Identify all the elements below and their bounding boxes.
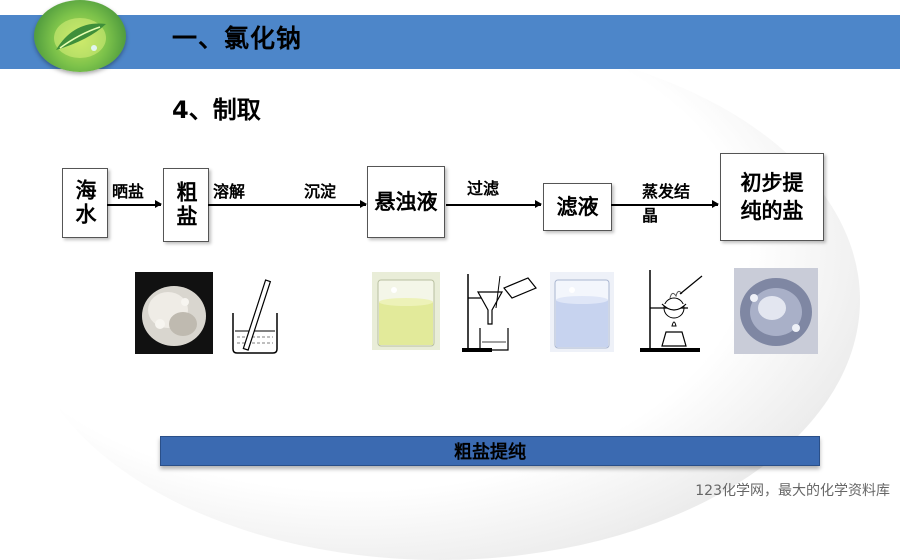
label-sun-dry: 晒盐 [112, 182, 145, 201]
label-evaporate: 蒸发结晶 [642, 182, 691, 225]
box-crude-salt: 粗盐 [163, 168, 209, 242]
purified-salt-photo [734, 268, 818, 354]
arrow-evaporate [611, 201, 719, 207]
box-seawater: 海水 [62, 168, 108, 238]
filtration-apparatus-diagram [462, 268, 546, 354]
label-dissolve: 溶解 [213, 182, 246, 201]
arrow-dissolve-settle [208, 201, 367, 207]
footer-watermark: 123化学网，最大的化学资料库 [695, 483, 890, 499]
box-pure-salt: 初步提纯的盐 [720, 153, 824, 241]
leaf-logo-icon [34, 0, 126, 72]
label-settle: 沉淀 [304, 182, 337, 201]
summary-banner: 粗盐提纯 [160, 436, 820, 466]
crude-salt-image [135, 272, 213, 354]
arrow-filter [446, 201, 542, 207]
label-filter: 过滤 [467, 179, 500, 198]
title-bar [0, 15, 900, 69]
filtrate-beaker-photo [550, 272, 614, 352]
section-subtitle: 4、制取 [172, 96, 261, 124]
summary-banner-label: 粗盐提纯 [454, 442, 526, 463]
suspension-beaker-photo [372, 272, 440, 350]
evaporation-apparatus-diagram [636, 266, 714, 354]
arrow-sun-dry [107, 201, 162, 207]
page-title: 一、氯化钠 [172, 24, 303, 53]
box-filtrate: 滤液 [543, 183, 612, 231]
dissolving-beaker-diagram [225, 273, 285, 357]
box-suspension: 悬浊液 [367, 166, 445, 238]
